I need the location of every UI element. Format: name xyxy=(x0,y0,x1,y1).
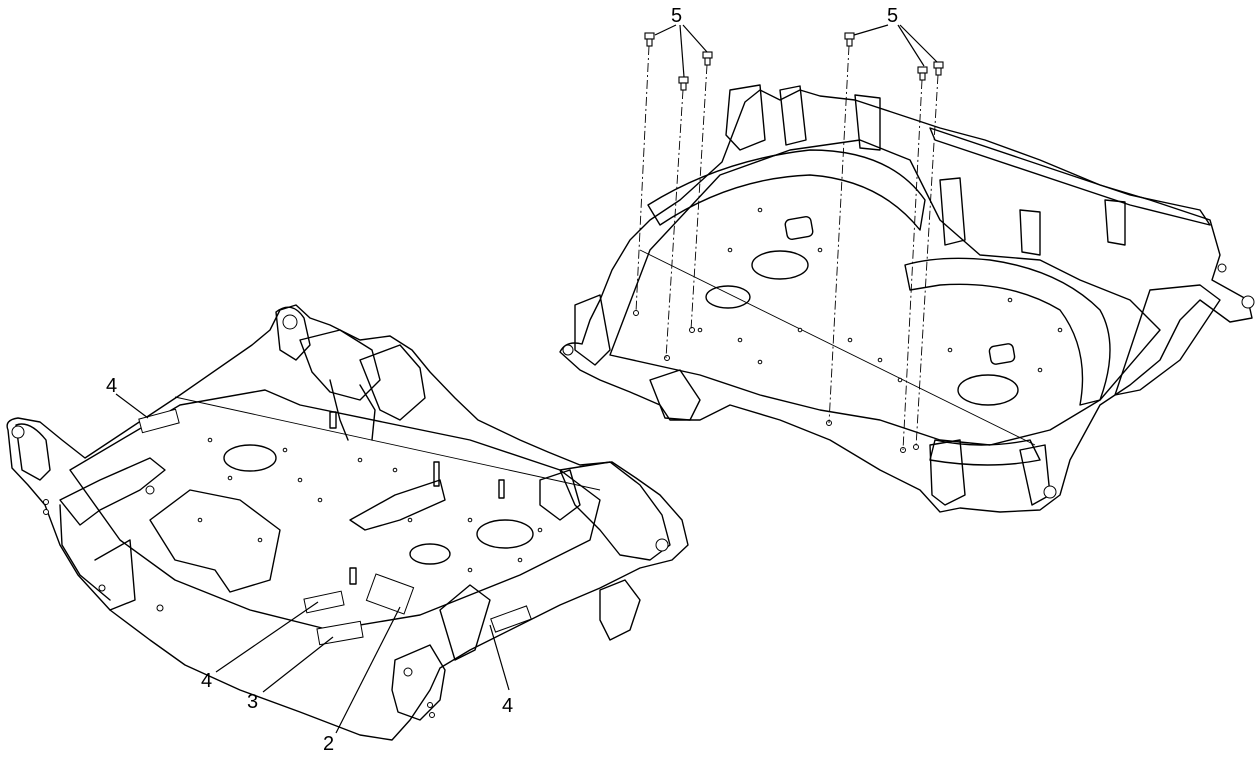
bolt xyxy=(678,76,689,91)
bolts-item-5 xyxy=(635,32,944,451)
bolt xyxy=(702,51,713,66)
leader-lines xyxy=(115,24,938,734)
callout-4-left: 4 xyxy=(201,670,212,692)
callout-4-right: 4 xyxy=(502,695,513,717)
callout-5-left: 5 xyxy=(671,5,682,27)
callout-labels: 4 4 3 2 4 5 5 xyxy=(106,5,898,755)
bolt xyxy=(917,66,928,81)
left-deck-assembly xyxy=(6,304,689,741)
right-deck-holes xyxy=(633,207,1063,453)
left-deck-holes xyxy=(145,437,543,573)
bolt xyxy=(933,61,944,76)
callout-2: 2 xyxy=(323,733,334,755)
bolt xyxy=(844,32,855,47)
callout-5-right: 5 xyxy=(887,5,898,27)
right-deck-assembly xyxy=(559,84,1255,513)
callout-3: 3 xyxy=(247,691,258,713)
callout-4-top: 4 xyxy=(106,375,117,397)
bolt xyxy=(644,32,655,47)
